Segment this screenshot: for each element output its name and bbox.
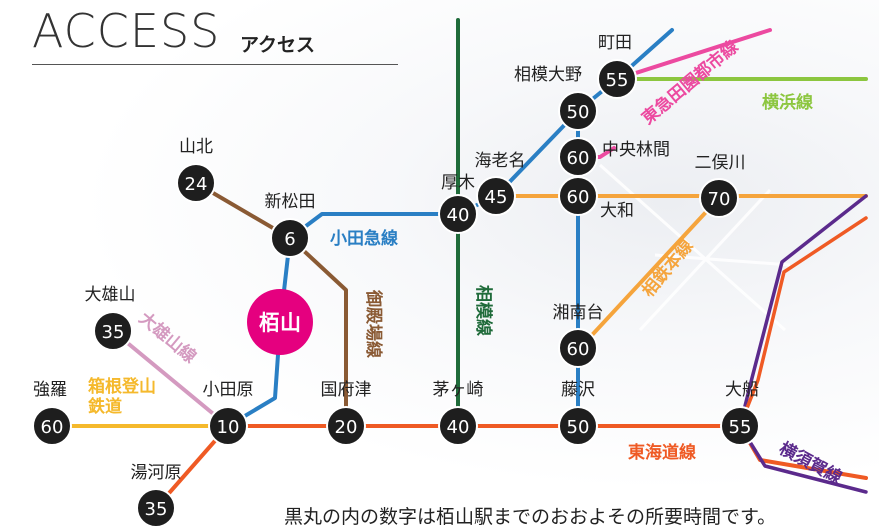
station-minutes: 10 bbox=[217, 417, 240, 438]
station-ebina: 45 海老名 bbox=[475, 151, 526, 216]
line-label-hakone: 箱根登山鉄道 bbox=[88, 376, 156, 417]
station-name: 湯河原 bbox=[131, 463, 182, 483]
station-minutes: 35 bbox=[102, 322, 125, 343]
station-name: 海老名 bbox=[475, 151, 526, 171]
station-marker bbox=[597, 59, 637, 99]
station-marker bbox=[558, 328, 598, 368]
station-kozu: 20 国府津 bbox=[321, 380, 372, 446]
line-label-gotemba: 御殿場線 bbox=[363, 289, 384, 358]
station-sagamiono: 50 相模大野 bbox=[514, 65, 598, 131]
station-ofuna: 55 大船 bbox=[720, 380, 760, 446]
station-name: 厚木 bbox=[441, 173, 475, 193]
odakyu-line-path bbox=[226, 28, 674, 428]
station-name: 町田 bbox=[598, 33, 632, 53]
station-name: 湘南台 bbox=[553, 303, 604, 323]
station-yamakita: 24 山北 bbox=[176, 137, 216, 203]
station-marker bbox=[558, 406, 598, 446]
yokosuka-line-path bbox=[738, 194, 868, 494]
station-minutes: 40 bbox=[447, 417, 470, 438]
daiyuzan-line-path bbox=[111, 329, 230, 428]
station-minutes: 60 bbox=[567, 187, 590, 208]
title-underline bbox=[32, 64, 398, 65]
station-name: 新松田 bbox=[265, 192, 316, 212]
access-title: ACCESS bbox=[32, 4, 221, 58]
station-name: 国府津 bbox=[321, 380, 372, 400]
station-name: 相模大野 bbox=[514, 65, 582, 85]
station-marker bbox=[270, 218, 310, 258]
station-minutes: 45 bbox=[485, 187, 508, 208]
station-minutes: 55 bbox=[606, 70, 629, 91]
decorative-glow bbox=[599, 163, 791, 332]
station-yamato: 60 大和 bbox=[558, 176, 634, 221]
station-marker bbox=[176, 163, 216, 203]
station-name: 大船 bbox=[725, 380, 759, 400]
station-shonandai: 60 湘南台 bbox=[553, 303, 604, 368]
station-marker bbox=[326, 406, 366, 446]
station-atsugi: 40 厚木 bbox=[438, 173, 478, 234]
station-marker bbox=[720, 406, 760, 446]
denentoshi-line-path-east bbox=[615, 28, 772, 81]
station-machida: 55 町田 bbox=[597, 33, 637, 99]
station-marker bbox=[438, 194, 478, 234]
station-daiyuzan: 35 大雄山 bbox=[85, 285, 136, 351]
station-shinmatsuda: 6 新松田 bbox=[265, 192, 316, 258]
station-gora: 60 強羅 bbox=[32, 380, 72, 446]
station-markers: 55 町田 50 相模大野 60 中央林間 45 海老名 60 大和 70 二俣川 40 厚木 24 山北 6 新… bbox=[32, 33, 760, 528]
station-name: 強羅 bbox=[33, 380, 67, 400]
line-label-sagami: 相模線 bbox=[473, 285, 494, 336]
station-marker bbox=[558, 176, 598, 216]
line-label-sotetsu: 相鉄本線 bbox=[638, 236, 698, 302]
access-title-kana: アクセス bbox=[240, 34, 316, 56]
station-odawara: 10 小田原 bbox=[203, 380, 254, 446]
line-label-tokaido: 東海道線 bbox=[628, 442, 696, 463]
station-minutes: 55 bbox=[729, 417, 752, 438]
station-minutes: 40 bbox=[447, 205, 470, 226]
station-marker bbox=[558, 91, 598, 131]
travel-time-note: 黒丸の内の数字は栢山駅までのおおよその所要時間です。 bbox=[284, 506, 777, 528]
station-minutes: 60 bbox=[567, 148, 590, 169]
station-minutes: 70 bbox=[708, 189, 731, 210]
tokaido-line-path-north bbox=[738, 216, 868, 428]
station-name: 小田原 bbox=[203, 380, 254, 400]
station-marker bbox=[476, 176, 516, 216]
station-name: 茅ヶ崎 bbox=[433, 380, 484, 400]
station-minutes: 6 bbox=[284, 229, 295, 250]
station-futamatagawa: 70 二俣川 bbox=[695, 153, 746, 218]
station-minutes: 60 bbox=[567, 339, 590, 360]
station-name: 大雄山 bbox=[85, 285, 136, 305]
station-minutes: 50 bbox=[567, 102, 590, 123]
station-minutes: 50 bbox=[567, 417, 590, 438]
home-station-label: 栢山 bbox=[259, 311, 301, 335]
line-label-odakyu: 小田急線 bbox=[330, 228, 398, 249]
sotetsu-line-path-branch bbox=[578, 196, 721, 350]
station-minutes: 35 bbox=[145, 499, 168, 520]
station-name: 藤沢 bbox=[561, 380, 595, 400]
station-marker bbox=[93, 311, 133, 351]
station-minutes: 20 bbox=[335, 417, 358, 438]
tokaido-line-path bbox=[154, 424, 868, 510]
line-label-denentoshi: 東急田園都市線 bbox=[638, 36, 743, 129]
station-chigasaki: 40 茅ヶ崎 bbox=[433, 380, 484, 446]
station-marker bbox=[438, 406, 478, 446]
station-chuorinkan: 60 中央林間 bbox=[558, 137, 670, 177]
station-minutes: 60 bbox=[41, 417, 64, 438]
station-marker bbox=[208, 406, 248, 446]
station-minutes: 24 bbox=[185, 174, 208, 195]
line-label-yokohama: 横浜線 bbox=[762, 92, 813, 113]
station-name: 山北 bbox=[179, 137, 213, 157]
station-name: 二俣川 bbox=[695, 153, 746, 173]
station-name: 大和 bbox=[600, 201, 634, 221]
station-marker bbox=[699, 178, 739, 218]
gotemba-line-path bbox=[194, 181, 348, 428]
station-fujisawa: 50 藤沢 bbox=[558, 380, 598, 446]
station-name: 中央林間 bbox=[602, 140, 670, 160]
station-yugawara: 35 湯河原 bbox=[131, 463, 182, 528]
station-marker bbox=[32, 406, 72, 446]
home-station-kayama: 栢山 bbox=[247, 289, 313, 355]
station-marker bbox=[136, 488, 176, 528]
